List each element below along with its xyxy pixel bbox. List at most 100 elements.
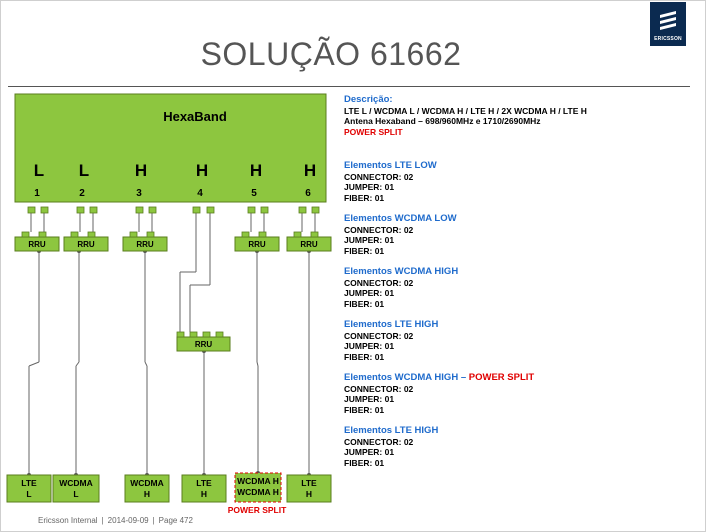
- band-letter: H: [250, 161, 262, 180]
- element-jumper: JUMPER: 01: [344, 182, 395, 192]
- element-fiber: FIBER: 01: [344, 192, 385, 203]
- rru-label: RRU: [77, 240, 95, 249]
- band-letter: L: [34, 161, 44, 180]
- antenna-label: HexaBand: [163, 109, 227, 124]
- rru-box: [14, 236, 60, 252]
- feeder-line: [28, 361, 40, 367]
- rru-label: RRU: [248, 240, 266, 249]
- footer-date: 2014-09-09: [107, 516, 149, 525]
- rru-port: [189, 331, 198, 338]
- rru-unit: RRU: [122, 231, 168, 252]
- description: Descrição: LTE L / WCDMA L / WCDMA H / L…: [344, 94, 694, 137]
- description-line-1: LTE L / WCDMA L / WCDMA H / LTE H / 2X W…: [344, 105, 587, 116]
- antenna-port: [148, 206, 157, 214]
- rru-box: [122, 236, 168, 252]
- rru-port: [21, 231, 30, 238]
- element-connector: CONNECTOR: 02: [344, 436, 414, 447]
- output-line-2: L: [73, 489, 78, 499]
- rru-port: [146, 231, 155, 238]
- rru-port: [176, 331, 185, 338]
- ericsson-logo: ERICSSON: [650, 2, 686, 46]
- rru-label: RRU: [195, 340, 213, 349]
- element-block-title-text: Elementos LTE LOW: [344, 160, 437, 171]
- output-line-2: H: [306, 489, 312, 499]
- element-block-title-text: Elementos LTE HIGH: [344, 319, 439, 330]
- antenna-port: [260, 206, 269, 214]
- rru-label: RRU: [28, 240, 46, 249]
- description-line-2: Antena Hexaband – 698/960MHz e 1710/2690…: [344, 116, 541, 126]
- rru-box: [286, 236, 332, 252]
- antenna-port: [206, 206, 215, 214]
- output-line-1: LTE: [196, 478, 212, 488]
- antenna-port: [89, 206, 98, 214]
- element-fiber: FIBER: 01: [344, 298, 385, 309]
- feeder-line: [256, 361, 259, 367]
- title-divider: [8, 86, 690, 87]
- element-jumper: JUMPER: 01: [344, 447, 395, 457]
- power-split-output: [234, 472, 282, 503]
- element-block-title: Elementos LTE HIGH: [344, 319, 694, 331]
- antenna-port: [27, 206, 36, 214]
- antenna-box: [14, 93, 327, 203]
- rru-unit: RRU: [14, 231, 60, 252]
- element-jumper: JUMPER: 01: [344, 235, 395, 245]
- output-line-2: H: [144, 489, 150, 499]
- element-block-title-text: Elementos WCDMA LOW: [344, 213, 457, 224]
- band-letter: H: [135, 161, 147, 180]
- footer-page: Page 472: [158, 516, 193, 525]
- footer-classification: Ericsson Internal: [38, 516, 98, 525]
- output-line-1: WCDMA: [59, 478, 93, 488]
- logo-text: ERICSSON: [654, 36, 682, 42]
- ericsson-logo-icon: [660, 11, 676, 30]
- rru-port: [70, 231, 79, 238]
- footer: Ericsson Internal|2014-09-09|Page 472: [38, 516, 193, 525]
- band-number: 6: [305, 188, 311, 199]
- element-block-title-suffix: POWER SPLIT: [468, 372, 535, 383]
- element-block-title: Elementos LTE LOW: [344, 160, 694, 172]
- description-line-3: POWER SPLIT: [344, 126, 403, 137]
- element-jumper: JUMPER: 01: [344, 341, 395, 351]
- element-fiber: FIBER: 01: [344, 457, 385, 468]
- band-number: 4: [197, 188, 203, 199]
- rru-port: [241, 231, 250, 238]
- title-dash: –: [458, 372, 469, 383]
- rru-port: [258, 231, 267, 238]
- rru-label: RRU: [136, 240, 154, 249]
- element-connector: CONNECTOR: 02: [344, 383, 414, 394]
- element-connector: CONNECTOR: 02: [344, 224, 414, 235]
- band-number: 5: [251, 188, 257, 199]
- rru-port: [215, 331, 224, 338]
- output-rect: [286, 474, 332, 503]
- output-line-1: WCDMA H: [237, 476, 279, 486]
- element-block-title-text: Elementos LTE HIGH: [344, 425, 439, 436]
- rru-label: RRU: [300, 240, 318, 249]
- rru-port: [202, 331, 211, 338]
- output-line-1: LTE: [21, 478, 37, 488]
- rru-unit: RRU: [63, 231, 109, 252]
- rru-unit: RRU: [234, 231, 280, 252]
- band-number: 2: [79, 188, 85, 199]
- output-line-2: H: [201, 489, 207, 499]
- rru-box: [234, 236, 280, 252]
- element-connector: CONNECTOR: 02: [344, 277, 414, 288]
- rru-port: [310, 231, 319, 238]
- antenna-port: [311, 206, 320, 214]
- antenna-port: [298, 206, 307, 214]
- rru-port: [293, 231, 302, 238]
- rru-unit: RRU: [286, 231, 332, 252]
- rru-unit: RRU: [176, 331, 231, 352]
- output-rect: [181, 474, 227, 503]
- output-rect: [124, 474, 170, 503]
- element-jumper: JUMPER: 01: [344, 394, 395, 404]
- antenna-port: [192, 206, 201, 214]
